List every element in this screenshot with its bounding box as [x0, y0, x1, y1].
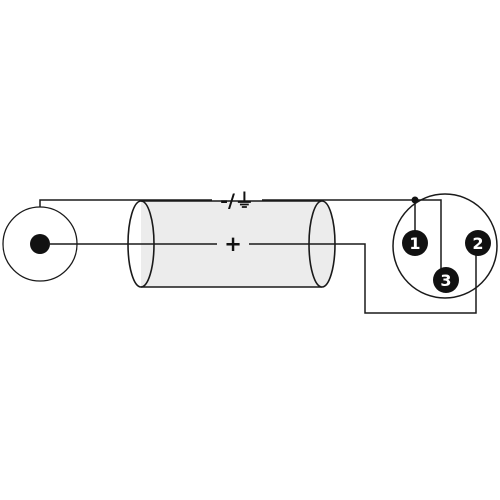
shield-ground-label: -/⏚: [220, 190, 254, 212]
shield-to-pin3-wire: [415, 199, 442, 269]
xlr-pin-1-body: [402, 230, 428, 256]
xlr-connector: 1 2 3: [392, 193, 498, 299]
xlr-pin-3-label: 3: [440, 271, 451, 290]
xlr-pin-3-body: [433, 267, 459, 293]
xlr-pin-2-label: 2: [472, 234, 483, 253]
shield-wire-left: [39, 199, 212, 207]
xlr-pin-2-body: [465, 230, 491, 256]
xlr-pin-1-label: 1: [409, 234, 420, 253]
signal-plus-label: +: [224, 232, 242, 256]
signal-wire-right: [249, 243, 477, 314]
rca-center-pin: [30, 234, 50, 254]
xlr-outer-ring: [392, 193, 498, 299]
rca-connector: [2, 206, 78, 282]
